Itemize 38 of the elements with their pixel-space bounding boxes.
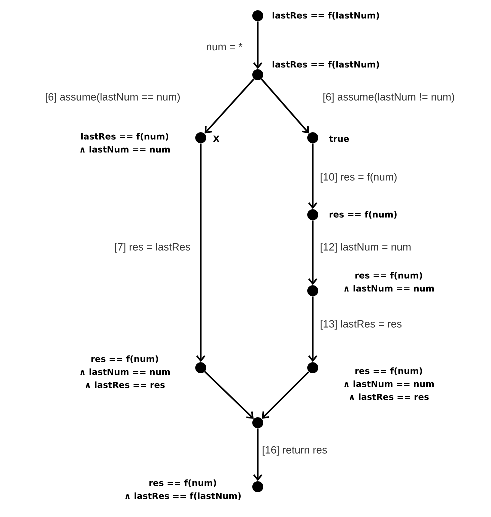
arrow: [253, 22, 263, 70]
assertion-label: lastRes == f(lastNum): [272, 61, 380, 69]
node-dot: [196, 362, 206, 374]
arrow: [262, 371, 310, 419]
arrow: [204, 371, 254, 420]
node-dot: [252, 70, 264, 80]
arrow: [308, 220, 318, 286]
assertion-label: res == f(num) ∧ lastNum == num ∧ lastRes == res: [344, 368, 434, 400]
assertion-label: res == f(num) ∧ lastRes == f(lastNum): [126, 480, 241, 500]
edge-label: [10] res = f(num): [320, 173, 397, 183]
node-dot: [308, 286, 318, 296]
assertion-label: X: [213, 136, 220, 142]
edge-label: [13] lastRes = res: [320, 320, 402, 330]
edge-label: [7] res = lastRes: [115, 243, 190, 253]
assertion-label: lastRes == f(num) ∧ lastNum == num: [80, 133, 170, 153]
arrow: [253, 428, 263, 482]
assertion-label: true: [329, 136, 350, 142]
edge-label: num = *: [207, 43, 243, 51]
arrow: [308, 296, 318, 362]
arrow: [308, 144, 318, 210]
node-dot: [252, 418, 264, 428]
arrow: [196, 144, 206, 362]
arrow: [204, 78, 255, 134]
node-dot: [252, 10, 264, 22]
node-dot: [308, 132, 318, 144]
node-dot: [196, 132, 206, 144]
node-dot: [252, 482, 264, 492]
assertion-label: res == f(num) ∧ lastNum == num ∧ lastRes == res: [80, 356, 170, 388]
arrow: [261, 78, 310, 134]
node-dot: [308, 362, 318, 374]
node-dot: [308, 210, 318, 220]
edge-label: [6] assume(lastNum != num): [324, 93, 454, 103]
assertion-label: res == f(num) ∧ lastNum == num: [344, 272, 434, 292]
edge-label: [12] lastNum = num: [320, 243, 411, 253]
edge-label: [16] return res: [262, 446, 328, 456]
assertion-label: lastRes == f(lastNum): [272, 12, 380, 20]
edge-label: [6] assume(lastNum == num): [46, 93, 180, 103]
assertion-label: res == f(num): [330, 211, 397, 219]
